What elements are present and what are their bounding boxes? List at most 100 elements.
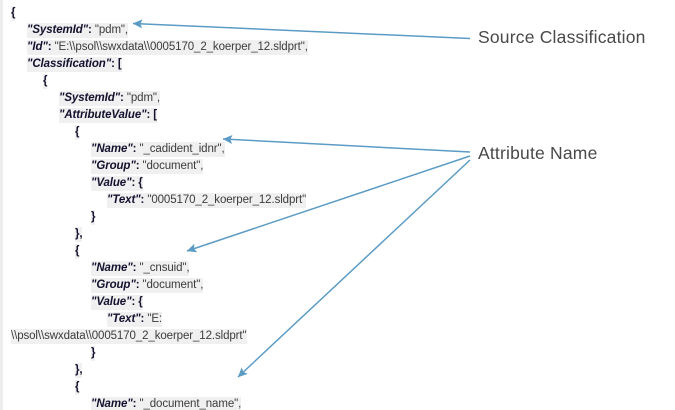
code-token-punct: : <box>135 160 143 172</box>
code-line: "SystemId": "pdm", <box>3 22 400 39</box>
code-line-highlight: { <box>75 244 80 259</box>
code-token-value: "pdm", <box>126 92 161 104</box>
code-line-highlight: { <box>43 74 48 89</box>
code-token-punct: : <box>140 313 148 325</box>
code-token-punct: : <box>88 24 95 36</box>
code-token-key: "Name" <box>91 143 133 155</box>
code-line: "Group": "document", <box>3 158 400 175</box>
code-line-highlight: { <box>75 125 80 140</box>
code-line: "Group": "document", <box>3 277 400 294</box>
code-line: "Name": "_cnsuid", <box>3 260 400 277</box>
code-line-highlight: "Text": "0005170_2_koerper_12.sldprt" <box>107 193 306 208</box>
code-line-list: {"SystemId": "pdm","Id": "E:\\psol\\swxd… <box>3 5 400 410</box>
code-token-punct: : <box>120 92 127 104</box>
code-token-punct: { <box>75 381 80 393</box>
code-line-highlight: "Name": "_cadident_idnr", <box>91 142 225 157</box>
code-line-highlight: "Classification": [ <box>27 57 122 72</box>
code-line: { <box>3 243 400 260</box>
code-token-punct: { <box>75 245 80 257</box>
code-token-punct: : [ <box>146 109 158 121</box>
code-token-punct: } <box>91 211 96 223</box>
code-line-highlight: "AttributeValue": [ <box>59 108 157 123</box>
code-line-highlight: "SystemId": "pdm", <box>59 91 160 106</box>
code-token-punct: } <box>91 347 96 359</box>
code-line: "Value": { <box>3 294 400 311</box>
code-line-highlight: "Group": "document", <box>91 159 203 174</box>
code-token-punct: : <box>47 41 55 53</box>
code-line: "Name": "_document_name", <box>3 396 400 410</box>
code-line: "Id": "E:\\psol\\swxdata\\0005170_2_koer… <box>3 39 400 56</box>
annotation-label-attribute-name: Attribute Name <box>478 143 598 163</box>
code-token-key: "SystemId" <box>59 92 121 104</box>
code-token-value: "E: <box>147 313 163 325</box>
code-token-punct: : { <box>131 177 143 189</box>
code-line: { <box>3 124 400 141</box>
code-token-punct: { <box>43 75 48 87</box>
code-line-highlight: "Value": { <box>91 295 143 310</box>
code-token-punct: : <box>135 279 143 291</box>
code-token-punct: { <box>75 126 80 138</box>
code-token-value: "0005170_2_koerper_12.sldprt" <box>147 194 307 206</box>
code-line-highlight: "Id": "E:\\psol\\swxdata\\0005170_2_koer… <box>27 40 308 55</box>
code-line-highlight: \\psol\\swxdata\\0005170_2_koerper_12.sl… <box>11 329 247 344</box>
code-line: "Value": { <box>3 175 400 192</box>
code-line: } <box>3 345 400 362</box>
code-line-highlight: "Value": { <box>91 176 143 191</box>
code-line: { <box>3 5 400 22</box>
code-line: "AttributeValue": [ <box>3 107 400 124</box>
code-token-punct: : <box>140 194 148 206</box>
code-line-highlight: }, <box>75 227 83 242</box>
code-token-value: "_document_name", <box>139 398 242 410</box>
code-token-punct: : { <box>131 296 143 308</box>
annotation-label-source-classification: Source Classification <box>478 27 646 47</box>
code-token-key: "Group" <box>91 279 136 291</box>
code-token-key: "Value" <box>91 177 132 189</box>
code-token-value: "document", <box>142 160 204 172</box>
code-line: { <box>3 379 400 396</box>
code-token-punct: : <box>132 398 140 410</box>
code-token-value: "E:\\psol\\swxdata\\0005170_2_koerper_12… <box>54 41 308 53</box>
code-line: "Text": "E: <box>3 311 400 328</box>
code-token-key: "Name" <box>91 398 133 410</box>
code-line: "Name": "_cadident_idnr", <box>3 141 400 158</box>
code-line-highlight: { <box>11 6 16 21</box>
code-line: "SystemId": "pdm", <box>3 90 400 107</box>
code-line-highlight: "Name": "_cnsuid", <box>91 261 190 276</box>
code-token-punct: : <box>132 262 140 274</box>
code-token-key: "Name" <box>91 262 133 274</box>
code-line-highlight: "SystemId": "pdm", <box>27 23 128 38</box>
code-token-punct: }, <box>75 228 83 240</box>
code-token-value: "_cadident_idnr", <box>139 143 225 155</box>
code-token-key: "Group" <box>91 160 136 172</box>
code-token-value: "document", <box>142 279 204 291</box>
code-token-punct: : [ <box>111 58 122 70</box>
code-token-punct: { <box>11 7 16 19</box>
code-token-key: "Text" <box>107 194 141 206</box>
code-token-key: "SystemId" <box>27 24 89 36</box>
code-line: "Classification": [ <box>3 56 400 73</box>
json-code-panel: {"SystemId": "pdm","Id": "E:\\psol\\swxd… <box>0 0 400 410</box>
code-line-highlight: "Name": "_document_name", <box>91 397 241 410</box>
code-line: }, <box>3 362 400 379</box>
code-token-key: "Id" <box>27 41 48 53</box>
code-token-key: "Text" <box>107 313 141 325</box>
code-token-key: "Value" <box>91 296 132 308</box>
code-line: "Text": "0005170_2_koerper_12.sldprt" <box>3 192 400 209</box>
code-token-punct: : <box>132 143 140 155</box>
code-line-highlight: "Group": "document", <box>91 278 203 293</box>
code-token-punct: }, <box>75 364 83 376</box>
code-token-value: "pdm", <box>94 24 129 36</box>
code-line-highlight: "Text": "E: <box>107 312 162 327</box>
code-line: } <box>3 209 400 226</box>
code-line: }, <box>3 226 400 243</box>
code-line: { <box>3 73 400 90</box>
code-token-value: "_cnsuid", <box>139 262 190 274</box>
code-token-value: \\psol\\swxdata\\0005170_2_koerper_12.sl… <box>11 330 247 342</box>
code-line-highlight: } <box>91 346 96 361</box>
code-line-highlight: }, <box>75 363 83 378</box>
code-line-highlight: } <box>91 210 96 225</box>
code-token-key: "AttributeValue" <box>59 109 147 121</box>
code-line-highlight: { <box>75 380 80 395</box>
code-line: \\psol\\swxdata\\0005170_2_koerper_12.sl… <box>3 328 400 345</box>
code-token-key: "Classification" <box>27 58 112 70</box>
